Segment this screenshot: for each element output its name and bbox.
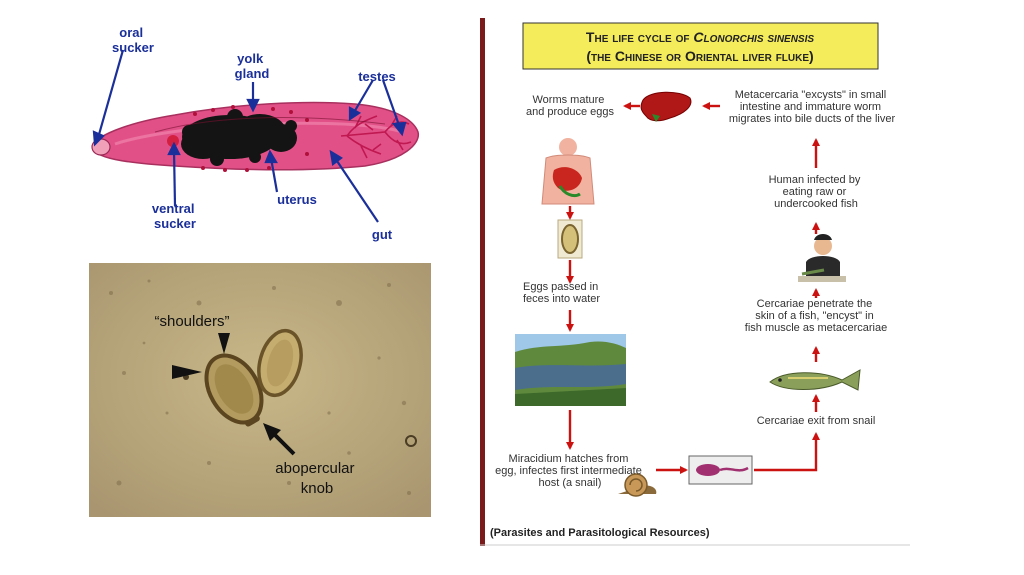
cycle-title-line2: (the Chinese or Oriental liver fluke) — [586, 48, 813, 64]
gut-pointer — [334, 157, 379, 223]
arrow-cercaria-to-exit — [754, 432, 820, 472]
uterus-label: uterus — [277, 192, 317, 207]
step-eggs-passed: Eggs passed in feces into water — [523, 281, 601, 305]
uterus-pointer — [269, 157, 279, 193]
step-cercariae-penetrate: Cercariae penetrate the skin of a fish, … — [745, 298, 887, 334]
fluke-anatomy-diagram: oral sucker yolk gland testes ventral su… — [91, 25, 419, 242]
abopercular-pointer — [263, 423, 296, 456]
cycle-title-line1: The life cycle of Clonorchis sinensis — [586, 29, 814, 45]
testes-label: testes — [358, 69, 396, 84]
step-metacercaria: Metacercaria "excysts" in small intestin… — [729, 89, 896, 125]
step-cercariae-exit: Cercariae exit from snail — [757, 415, 876, 427]
yolk-gland-label: yolk gland — [235, 51, 270, 81]
gut-label: gut — [372, 227, 393, 242]
abopercular-label: abopercular knob — [275, 460, 358, 497]
human-torso-image — [541, 138, 595, 205]
testes-pointer-left — [352, 79, 374, 115]
ventral-sucker-pointer — [172, 149, 177, 207]
liver-image — [640, 91, 692, 122]
gut-line — [154, 117, 386, 133]
cycle-source: (Parasites and Parasitological Resources… — [490, 527, 710, 539]
step-miracidium: Miracidium hatches from egg, infectes fi… — [495, 453, 645, 489]
snail-image — [618, 473, 657, 497]
ventral-sucker-label: ventral sucker — [152, 201, 198, 231]
step-worms-mature: Worms mature and produce eggs — [526, 94, 615, 118]
egg-2 — [257, 328, 303, 398]
oral-sucker-label: oral sucker — [112, 25, 154, 55]
egg-1 — [204, 353, 264, 427]
micro-bubble — [405, 435, 417, 447]
uterus-mass — [181, 109, 297, 166]
shoulders-label: “shoulders” — [154, 313, 229, 330]
cercaria-image — [688, 455, 753, 485]
cycle-title-box — [522, 22, 879, 70]
person-eating-image — [798, 234, 846, 282]
micrograph-debris — [109, 279, 411, 495]
egg-micrograph: “shoulders” abopercular knob — [89, 263, 431, 517]
shoulders-pointer-top — [218, 333, 230, 354]
egg-image — [557, 219, 583, 259]
step-human-infected: Human infected by eating raw or undercoo… — [769, 174, 864, 210]
cycle-left-border — [480, 18, 485, 546]
ventral-sucker-shape — [167, 135, 179, 147]
river-landscape-image — [515, 334, 626, 406]
life-cycle-diagram: The life cycle of Clonorchis sinensis (t… — [480, 18, 910, 546]
shoulders-pointer-left — [172, 365, 202, 379]
testes-pointer-right — [381, 79, 402, 129]
oral-sucker-pointer — [96, 49, 125, 139]
fish-image — [769, 369, 861, 391]
